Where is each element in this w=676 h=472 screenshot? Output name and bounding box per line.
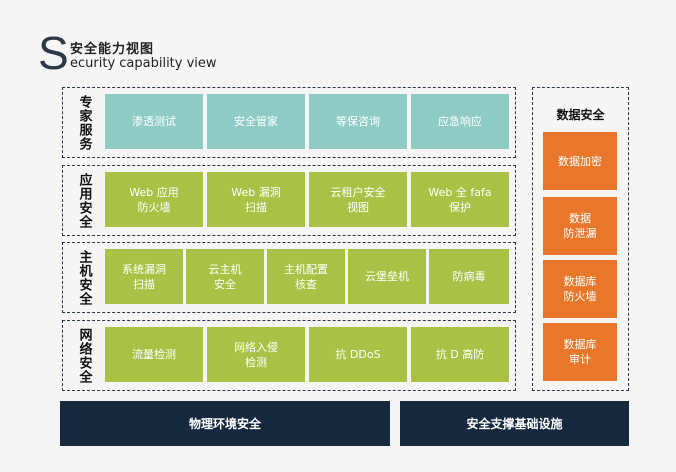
data-security-block: 数据加密 xyxy=(543,132,617,190)
capability-block: Web 漏洞 扫描 xyxy=(207,172,305,227)
capability-block: 渗透测试 xyxy=(105,94,203,149)
layer-label: 网络安全 xyxy=(76,327,92,384)
capability-block: 云租户安全 视图 xyxy=(309,172,407,227)
page-subtitle: ecurity capability view xyxy=(70,56,217,71)
capability-block: 等保咨询 xyxy=(309,94,407,149)
capability-block: 云主机 安全 xyxy=(186,249,264,304)
data-security-block: 数据 防泄漏 xyxy=(543,197,617,255)
layer-label: 主机安全 xyxy=(76,249,92,306)
capability-block: 应急响应 xyxy=(411,94,509,149)
page-title: 安全能力视图 xyxy=(70,42,155,57)
capability-block: 抗 D 高防 xyxy=(411,327,509,382)
layer-label: 应用安全 xyxy=(76,172,92,229)
base-infrastructure: 安全支撑基础设施 xyxy=(400,401,629,446)
capability-block: Web 应用 防火墙 xyxy=(105,172,203,227)
layer-network-security: 网络安全 流量检测 网络入侵 检测 抗 DDoS 抗 D 高防 xyxy=(62,320,516,391)
layer-label: 专家服务 xyxy=(76,94,92,151)
layer-expert-services: 专家服务 渗透测试 安全管家 等保咨询 应急响应 xyxy=(62,87,516,158)
layer-application-security: 应用安全 Web 应用 防火墙 Web 漏洞 扫描 云租户安全 视图 Web 全… xyxy=(62,165,516,236)
data-security-block: 数据库 审计 xyxy=(543,323,617,381)
data-security-column: 数据安全 数据加密 数据 防泄漏 数据库 防火墙 数据库 审计 xyxy=(532,87,629,391)
base-physical-security: 物理环境安全 xyxy=(60,401,390,446)
header-letter: S xyxy=(38,27,69,79)
data-security-block: 数据库 防火墙 xyxy=(543,260,617,318)
capability-block: 抗 DDoS xyxy=(309,327,407,382)
layer-host-security: 主机安全 系统漏洞 扫描 云主机 安全 主机配置 核查 云堡垒机 防病毒 xyxy=(62,242,516,313)
capability-block: 安全管家 xyxy=(207,94,305,149)
capability-block: 云堡垒机 xyxy=(348,249,426,304)
capability-block: 主机配置 核查 xyxy=(267,249,345,304)
capability-block: 系统漏洞 扫描 xyxy=(105,249,183,304)
capability-block: 防病毒 xyxy=(429,249,509,304)
capability-block: Web 全 fafa 保护 xyxy=(411,172,509,227)
capability-block: 网络入侵 检测 xyxy=(207,327,305,382)
data-security-title: 数据安全 xyxy=(556,108,605,122)
capability-block: 流量检测 xyxy=(105,327,203,382)
